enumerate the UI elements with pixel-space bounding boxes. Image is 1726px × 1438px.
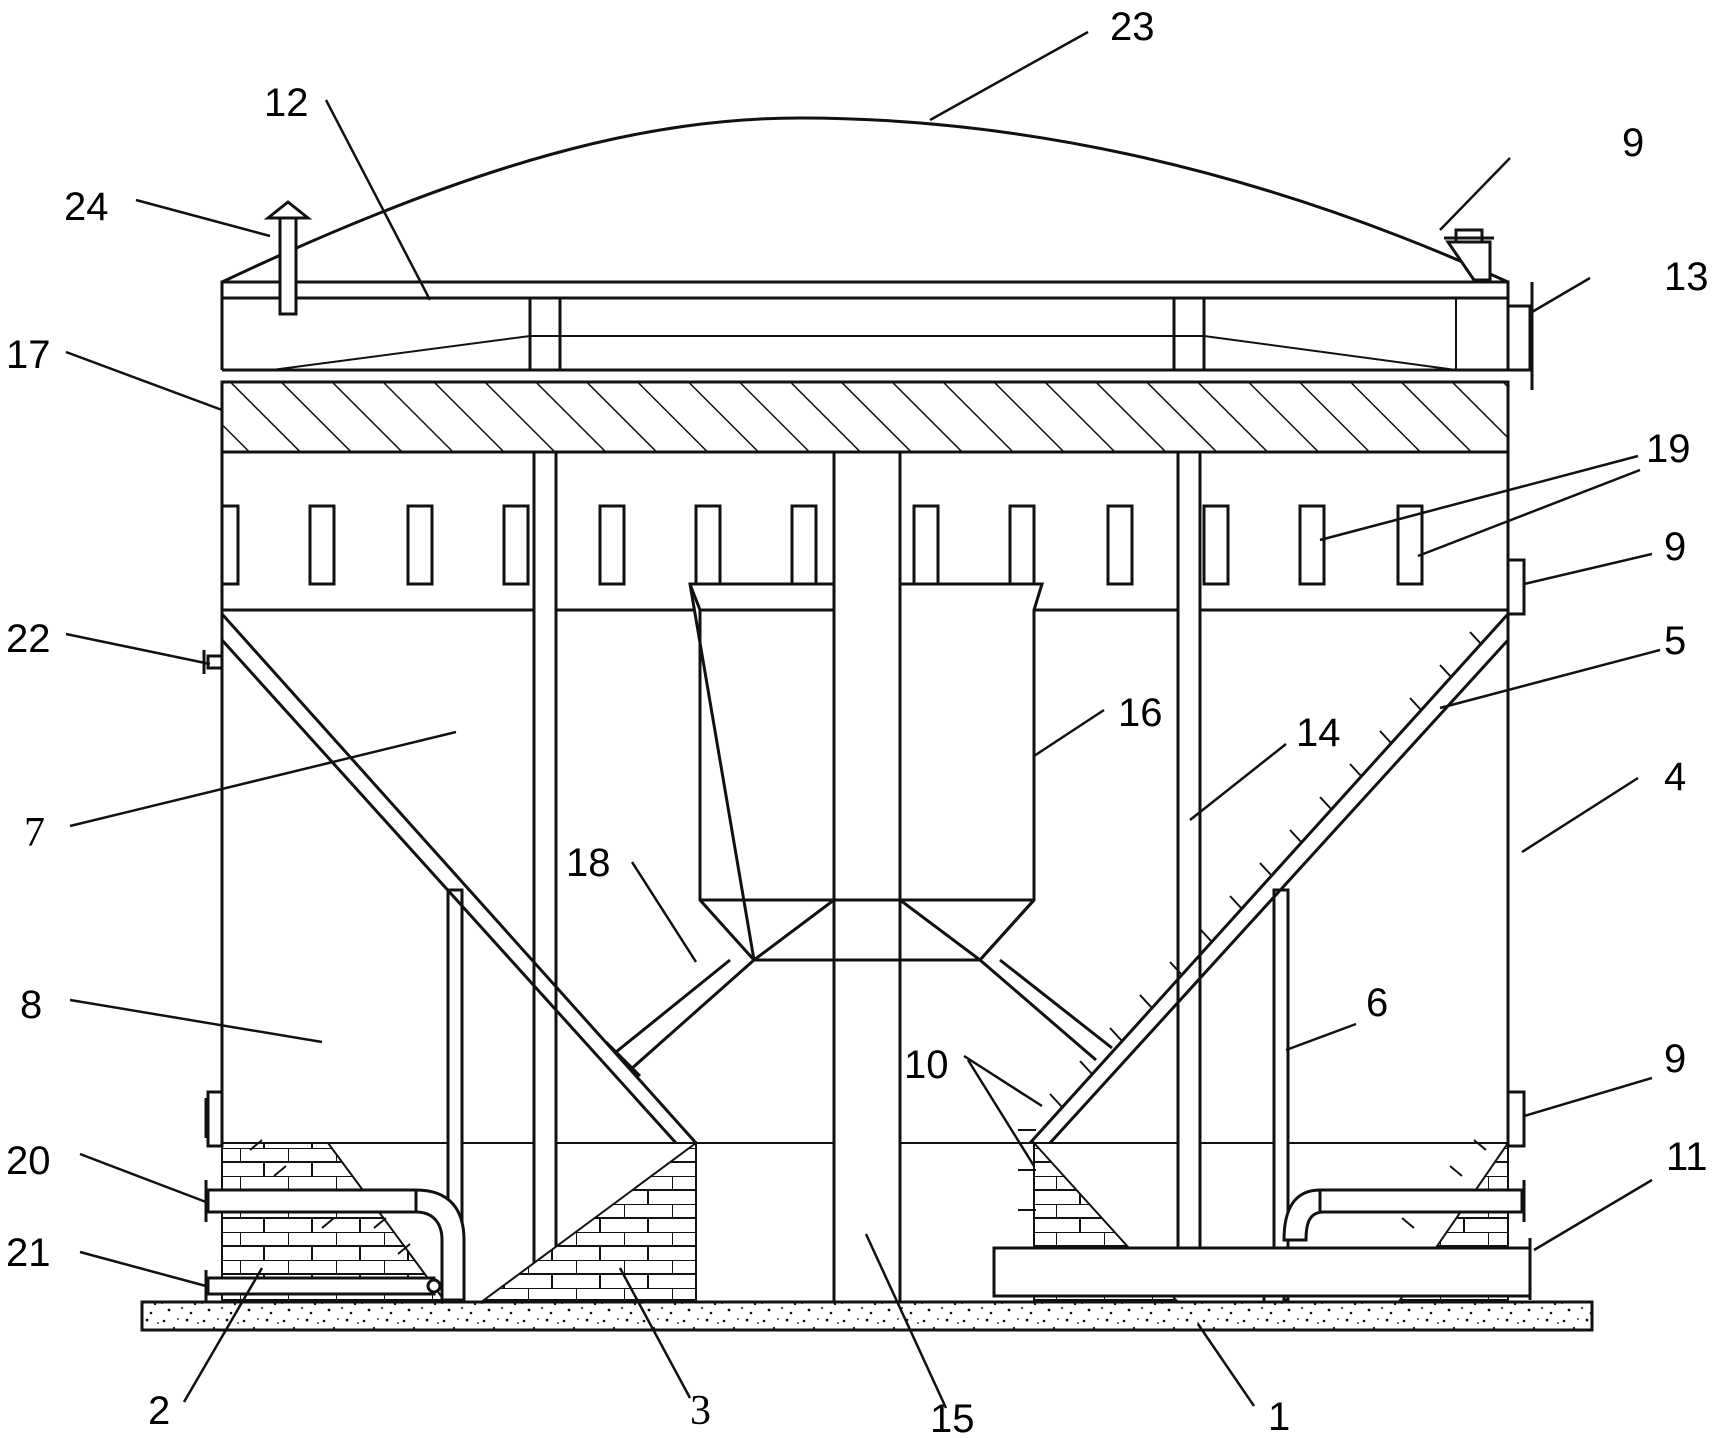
brick-base-center [480,1141,697,1301]
label-8: 8 [20,983,42,1027]
support-rod-left [532,450,558,1302]
baffle-ticks [1049,631,1483,1108]
label-12: 12 [264,81,309,125]
brick-base-left [221,1142,446,1301]
label-24: 24 [64,185,109,229]
label-16: 16 [1118,691,1163,735]
roof-manhole [1445,240,1492,282]
label-19: 19 [1646,427,1691,471]
top-collection-chamber [220,280,1510,300]
label-2: 2 [148,1389,170,1433]
inlet-pipe-lower [206,1276,436,1296]
leader-lines [65,30,1661,1409]
label-9-mid: 9 [1664,525,1686,569]
label-4: 4 [1664,755,1686,799]
label-23: 23 [1110,5,1155,49]
sloped-baffle-right [1028,612,1510,1145]
label-17: 17 [6,333,51,377]
filter-media-layer [220,380,1510,454]
label-7: 7 [24,810,45,856]
label-15: 15 [930,1397,975,1438]
label-11: 11 [1666,1135,1708,1179]
label-22: 22 [6,617,51,661]
inclined-pipe-left [615,958,755,1072]
manhole-flange-upper [1506,558,1526,616]
label-9-low: 9 [1664,1037,1686,1081]
label-9-top: 9 [1622,121,1644,165]
label-13: 13 [1664,255,1709,299]
support-rod-right [1176,450,1202,1276]
label-5: 5 [1664,619,1686,663]
concrete-foundation [140,1300,1594,1332]
label-20: 20 [6,1139,51,1183]
dome-roof [221,116,1509,284]
outlet-nozzle [1506,304,1532,372]
label-10: 10 [904,1043,949,1087]
label-1: 1 [1268,1395,1290,1438]
label-21: 21 [6,1231,51,1275]
label-3: 3 [690,1388,711,1434]
central-column [832,450,902,1304]
vent-arrow-icon [263,200,313,220]
label-6: 6 [1366,981,1388,1025]
vent-pipe [278,216,298,316]
manhole-flange-left-lower [206,1090,224,1148]
inclined-pipe-right [979,958,1113,1062]
inlet-pipe-upper [206,1188,418,1214]
label-14: 14 [1296,711,1341,755]
sludge-hopper [688,582,836,963]
distribution-slots [220,504,1424,586]
sample-nozzle [206,654,224,670]
discharge-pipe [992,1246,1532,1298]
manhole-flange-right-lower [1506,1090,1526,1148]
label-18: 18 [566,841,611,885]
